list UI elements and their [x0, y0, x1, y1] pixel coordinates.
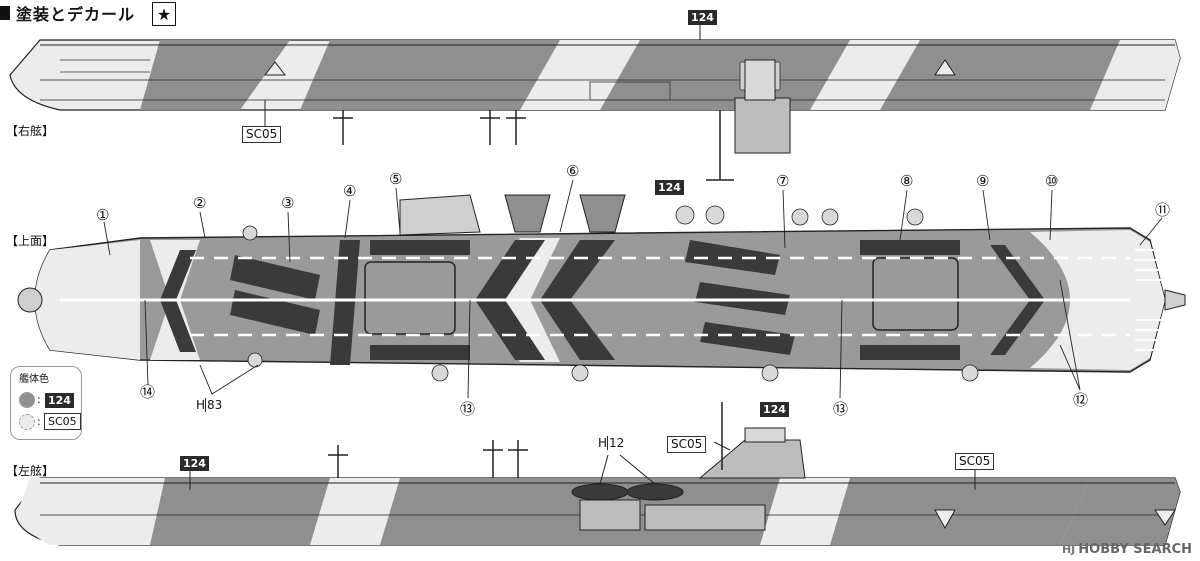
legend-colon-2: :: [37, 415, 41, 428]
paint-code-124-deck: 124: [655, 180, 684, 195]
callout-13-right: ⑬: [833, 400, 849, 418]
paint-code-124-island: 124: [760, 402, 789, 417]
watermark-logo-icon: HJ: [1061, 543, 1076, 556]
left-side-view-label: 【左舷】: [6, 464, 55, 478]
callout-6: ⑥: [566, 162, 580, 180]
h12-letter: H: [598, 436, 608, 450]
paint-code-sc05-right: SC05: [242, 126, 282, 143]
callout-1: ①: [96, 206, 110, 224]
star-icon: ★: [152, 2, 176, 26]
callout-9: ⑨: [976, 172, 990, 190]
page-title: 塗装とデカール: [16, 5, 136, 24]
h83-letter: H: [196, 398, 206, 412]
watermark: HJ HOBBY SEARCH: [1062, 542, 1192, 557]
right-side-view: [9, 25, 1181, 181]
light-color-swatch: [19, 414, 35, 430]
callout-10: ⑩: [1045, 172, 1059, 190]
callout-8: ⑧: [900, 172, 914, 190]
callout-11: ⑪: [1155, 201, 1171, 219]
callout-5: ⑤: [389, 170, 403, 188]
h83-number: 83: [205, 398, 223, 412]
callout-3: ③: [281, 194, 295, 212]
top-view: [17, 179, 1186, 399]
callout-4: ④: [343, 182, 357, 200]
callout-14: ⑭: [140, 383, 156, 401]
dark-color-swatch: [19, 392, 35, 408]
paint-code-124-right: 124: [688, 10, 717, 25]
page-header: 塗装とデカール: [0, 2, 135, 24]
legend-title: 艦体色: [19, 374, 49, 385]
callout-12: ⑫: [1073, 391, 1089, 409]
legend-code-sc05: SC05: [44, 413, 81, 430]
paint-code-sc05-left: SC05: [955, 453, 995, 470]
legend-colon-1: :: [37, 393, 41, 406]
callout-2: ②: [193, 194, 207, 212]
top-view-label: 【上面】: [6, 234, 55, 248]
h12-number: 12: [607, 436, 625, 450]
left-side-view: [14, 402, 1181, 546]
paint-code-sc05-island: SC05: [667, 436, 707, 453]
hull-color-legend: 艦体色 : 124 : SC05: [10, 366, 82, 440]
header-square-icon: [0, 6, 10, 20]
callout-13-left: ⑬: [460, 400, 476, 418]
paint-code-124-left: 124: [180, 456, 209, 471]
legend-code-124: 124: [45, 393, 74, 408]
right-side-view-label: 【右舷】: [6, 124, 55, 138]
watermark-text: HOBBY SEARCH: [1078, 542, 1192, 557]
callout-7: ⑦: [776, 172, 790, 190]
